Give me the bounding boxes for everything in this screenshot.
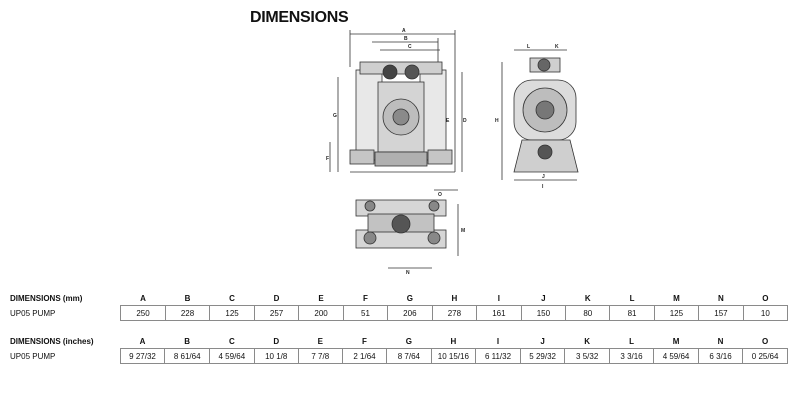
table-cell: 250	[120, 305, 166, 321]
table-cell: 200	[298, 305, 344, 321]
svg-text:I: I	[542, 184, 544, 190]
column-header: A	[139, 337, 146, 346]
table-cell: 9 27/32	[119, 348, 166, 364]
table-cell: 278	[431, 305, 478, 321]
table-cell: 206	[387, 305, 433, 321]
column-header: I	[497, 294, 500, 303]
table-heading: DIMENSIONS (inches)	[10, 337, 94, 347]
svg-text:O: O	[438, 192, 442, 198]
svg-text:H: H	[495, 118, 499, 124]
column-header: E	[317, 337, 323, 346]
column-header: H	[451, 294, 458, 303]
table-cell: 80	[565, 305, 611, 321]
table-cell: 157	[698, 305, 744, 321]
dimensions-mm-table: DIMENSIONS (mm) A B C D E F G H I J K L …	[8, 292, 789, 321]
table-cell: 8 7/64	[386, 348, 432, 364]
column-header: L	[629, 337, 634, 346]
table-cell: 7 7/8	[297, 348, 343, 364]
table-cell: 125	[209, 305, 255, 321]
svg-text:C: C	[408, 44, 412, 50]
column-header: B	[184, 337, 191, 346]
table-cell: 10 15/16	[430, 348, 477, 364]
table-cell: 4 59/64	[209, 348, 255, 364]
column-header: J	[541, 294, 546, 303]
column-header: M	[672, 337, 680, 346]
svg-text:A: A	[402, 28, 406, 34]
column-header: H	[450, 337, 457, 346]
row-label: UP05 PUMP	[10, 308, 56, 318]
column-header: O	[762, 337, 769, 346]
dimensions-inches-table: DIMENSIONS (inches) A B C D E F G H I J …	[8, 335, 788, 364]
table-cell: 6 11/32	[475, 348, 521, 364]
svg-text:D: D	[463, 118, 467, 124]
pump-front-view-drawing: A B C D E F G	[326, 28, 467, 173]
page-title: DIMENSIONS	[250, 9, 349, 26]
column-header: O	[762, 294, 769, 303]
table-cell: 125	[653, 305, 700, 321]
svg-text:E: E	[446, 118, 450, 124]
column-header: K	[584, 294, 591, 303]
svg-text:G: G	[333, 113, 337, 119]
column-header: M	[673, 294, 680, 303]
svg-text:K: K	[555, 44, 559, 50]
table-header-row: DIMENSIONS (inches) A B C D E F G H I J …	[8, 335, 788, 349]
table-cell: 81	[609, 305, 655, 321]
table-cell: 0 25/64	[742, 348, 788, 364]
table-cell: 10 1/8	[253, 348, 299, 364]
table-cell: 51	[342, 305, 389, 321]
svg-text:L: L	[527, 44, 530, 50]
column-header: D	[273, 337, 280, 346]
column-header: E	[318, 294, 324, 303]
column-header: C	[228, 337, 235, 346]
svg-text:M: M	[461, 228, 465, 234]
column-header: A	[140, 294, 146, 303]
table-cell: 10	[742, 305, 789, 321]
table-cell: 150	[520, 305, 567, 321]
column-header: N	[718, 294, 724, 303]
table-cell: 3 3/16	[608, 348, 655, 364]
column-header: C	[229, 294, 235, 303]
column-header: L	[629, 294, 635, 303]
table-cell: 228	[164, 305, 211, 321]
table-cell: 2 1/64	[341, 348, 388, 364]
table-cell: 5 29/32	[519, 348, 566, 364]
pump-top-view-drawing: O M N	[355, 189, 465, 276]
table-row: UP05 PUMP 250 228 125 257 200 51 206 278…	[8, 305, 789, 321]
column-header: I	[496, 337, 500, 346]
column-header: J	[540, 337, 545, 346]
table-cell: 6 3/16	[697, 348, 744, 364]
table-cell: 161	[476, 305, 522, 321]
column-header: K	[584, 337, 591, 346]
pump-side-view-drawing: L K H J I	[495, 44, 579, 190]
column-header: F	[363, 294, 368, 303]
table-cell: 257	[253, 305, 300, 321]
column-header: B	[184, 294, 191, 303]
table-header-row: DIMENSIONS (mm) A B C D E F G H I J K L …	[8, 292, 788, 306]
table-cell: 8 61/64	[164, 348, 211, 364]
column-header: G	[405, 337, 412, 346]
row-label: UP05 PUMP	[10, 351, 56, 361]
column-header: F	[362, 337, 367, 346]
svg-text:F: F	[326, 156, 329, 162]
svg-text:J: J	[542, 174, 545, 180]
svg-text:B: B	[404, 36, 408, 42]
column-header: D	[273, 294, 280, 303]
table-heading: DIMENSIONS (mm)	[10, 294, 83, 304]
table-cell: 4 59/64	[653, 348, 699, 364]
table-row: UP05 PUMP 9 27/32 8 61/64 4 59/64 10 1/8…	[8, 348, 788, 364]
svg-text:N: N	[406, 270, 410, 276]
column-header: G	[406, 294, 413, 303]
table-cell: 3 5/32	[564, 348, 610, 364]
column-header: N	[717, 337, 724, 346]
